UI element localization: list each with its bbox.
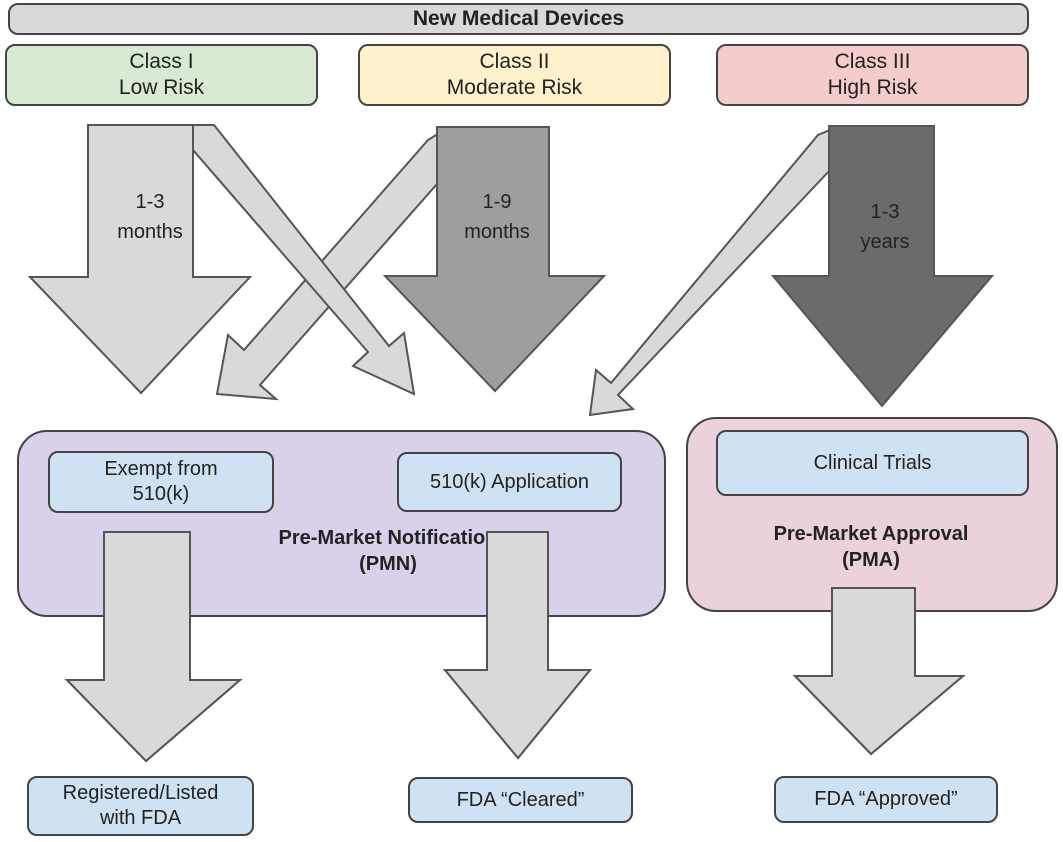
diagram-title: New Medical Devices: [412, 6, 625, 30]
class-1-duration-value: 1-3: [135, 191, 165, 213]
arrow-class1-to-510k: [192, 124, 416, 396]
class-3-duration-unit: years: [860, 231, 910, 253]
class-2-duration-unit: months: [464, 221, 530, 243]
pmn-label-line-2: (PMN): [359, 553, 417, 575]
pmn-label: Pre-Market Notification (PMN): [168, 525, 608, 577]
fda-cleared-box: FDA “Cleared”: [408, 777, 633, 823]
clinical-trials-label: Clinical Trials: [813, 451, 932, 474]
pma-label: Pre-Market Approval (PMA): [716, 521, 1026, 573]
arrow-class3-down: [770, 125, 995, 408]
registered-listed-box: Registered/Listed with FDA: [27, 776, 254, 836]
class-1-duration-unit: months: [117, 221, 183, 243]
class-2-box: Class II Moderate Risk: [358, 44, 671, 106]
class-1-risk: Low Risk: [118, 76, 205, 99]
510k-application-label: 510(k) Application: [430, 470, 589, 493]
arrow-class2-to-exempt: [215, 128, 445, 401]
registered-line-1: Registered/Listed: [62, 782, 219, 804]
class-1-duration: 1-3 months: [110, 187, 190, 247]
arrow-pma-to-approved-front: [792, 587, 966, 756]
class-3-duration-value: 1-3: [870, 201, 900, 223]
class-1-name: Class I: [129, 49, 194, 73]
registered-line-2: with FDA: [99, 807, 182, 829]
arrow-class3-to-pmn: [588, 128, 831, 417]
class-2-name: Class II: [479, 49, 550, 73]
fda-approved-box: FDA “Approved”: [774, 776, 998, 823]
exempt-line-2: 510(k): [132, 483, 190, 505]
class-3-box: Class III High Risk: [716, 44, 1029, 106]
exempt-line-1: Exempt from: [104, 458, 218, 480]
clinical-trials-box: Clinical Trials: [716, 430, 1029, 496]
fda-approved-label: FDA “Approved”: [814, 788, 958, 810]
class-1-box: Class I Low Risk: [5, 44, 318, 106]
arrow-class2-down: [382, 126, 607, 393]
class-3-risk: High Risk: [827, 76, 918, 99]
arrow-exempt-to-registered-front: [64, 531, 243, 763]
class-2-risk: Moderate Risk: [446, 76, 583, 99]
class-3-name: Class III: [834, 49, 911, 73]
pma-label-line-1: Pre-Market Approval: [773, 523, 969, 545]
fda-cleared-label: FDA “Cleared”: [456, 788, 585, 811]
exempt-510k-box: Exempt from 510(k): [48, 451, 274, 513]
arrow-510k-to-cleared-front: [442, 531, 593, 760]
class-2-duration-value: 1-9: [482, 191, 512, 213]
510k-application-box: 510(k) Application: [397, 452, 622, 512]
pma-label-line-2: (PMA): [842, 549, 900, 571]
class-3-duration: 1-3 years: [845, 197, 925, 257]
title-bar: New Medical Devices: [8, 3, 1029, 35]
class-2-duration: 1-9 months: [457, 187, 537, 247]
pmn-label-line-1: Pre-Market Notification: [278, 527, 498, 549]
